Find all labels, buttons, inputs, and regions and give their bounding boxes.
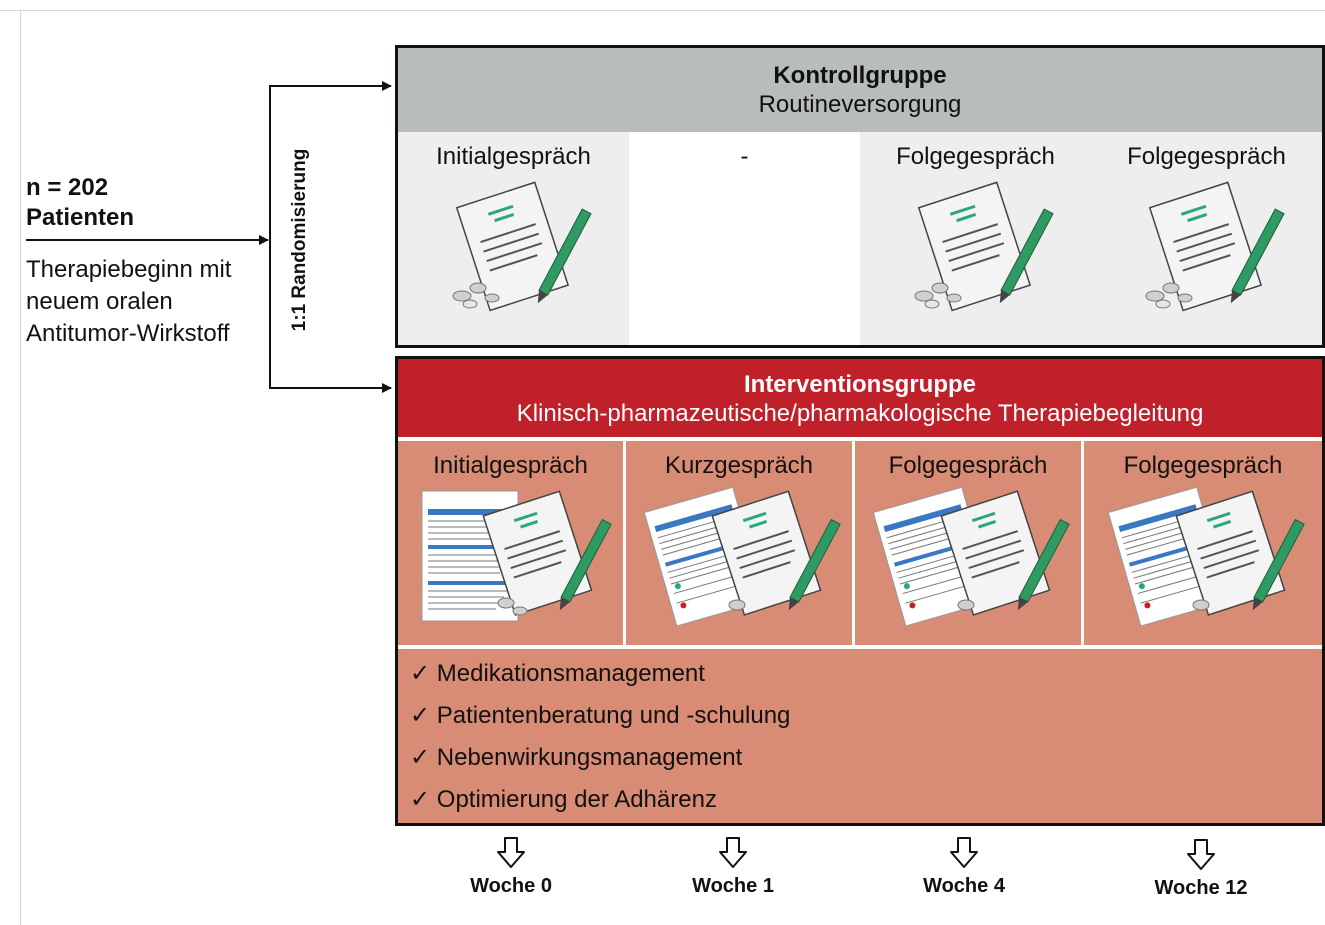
checklist-item: ✓ Optimierung der Adhärenz xyxy=(410,786,717,813)
down-arrow-icon xyxy=(950,837,978,868)
week-label: Woche 0 xyxy=(470,875,552,897)
patient-label: Patienten xyxy=(26,204,135,231)
checklist-item: ✓ Nebenwirkungsmanagement xyxy=(410,744,743,771)
medication-plan-document-icon xyxy=(872,486,1070,627)
down-arrow-icon xyxy=(719,837,747,868)
week-label: Woche 1 xyxy=(692,875,774,897)
intervention-group-header: Interventionsgruppe Klinisch-pharmazeuti… xyxy=(398,359,1322,437)
check-icon: ✓ xyxy=(410,786,437,813)
check-icon: ✓ xyxy=(410,660,437,687)
medication-plan-document-icon xyxy=(643,486,841,627)
week-marker-0: Woche 0 xyxy=(441,836,581,898)
medication-plan-document-icon xyxy=(1107,486,1305,627)
medication-plan-document-icon xyxy=(421,490,612,622)
intervention-group-box: Interventionsgruppe Klinisch-pharmazeuti… xyxy=(395,356,1325,826)
intervention-column-label: Initialgespräch xyxy=(433,452,588,479)
down-arrow-icon xyxy=(497,837,525,868)
intervention-column-1: Initialgespräch xyxy=(398,441,623,645)
control-group-box: Kontrollgruppe Routineversorgung Initial… xyxy=(395,45,1325,348)
intervention-group-subtitle: Klinisch-pharmazeutische/pharmakologisch… xyxy=(516,400,1204,427)
control-group-header: Kontrollgruppe Routineversorgung xyxy=(398,48,1322,132)
control-column-1: Initialgespräch xyxy=(398,132,629,345)
checklist-item: ✓ Patientenberatung und -schulung xyxy=(410,702,791,729)
control-column-label: - xyxy=(740,143,749,170)
therapy-start-text: Therapiebeginn mit neuem oralen Antitumo… xyxy=(26,256,232,347)
week-label: Woche 4 xyxy=(923,875,1005,897)
patient-count: n = 202 xyxy=(26,174,109,201)
intervention-column-3: Folgegespräch xyxy=(855,441,1081,645)
intervention-group-title: Interventionsgruppe xyxy=(743,371,977,398)
intervention-column-2: Kurzgespräch xyxy=(626,441,852,645)
control-column-2: - xyxy=(629,132,860,345)
intervention-column-label: Folgegespräch xyxy=(888,452,1048,479)
frame-border-left xyxy=(20,10,21,925)
week-marker-12: Woche 12 xyxy=(1131,838,1271,900)
control-column-3: Folgegespräch xyxy=(860,132,1091,345)
control-group-subtitle: Routineversorgung xyxy=(758,91,962,118)
control-column-label: Folgegespräch xyxy=(1127,143,1286,170)
intervention-checklist: ✓ Medikationsmanagement ✓ Patientenberat… xyxy=(398,651,1322,823)
down-arrow-icon xyxy=(1187,839,1215,870)
checklist-item: ✓ Medikationsmanagement xyxy=(410,660,705,687)
check-icon: ✓ xyxy=(410,744,437,771)
frame-border-top xyxy=(0,10,1325,11)
document-pencil-icon xyxy=(452,181,592,312)
week-marker-1: Woche 1 xyxy=(663,836,803,898)
intervention-column-label: Kurzgespräch xyxy=(664,452,814,479)
check-icon: ✓ xyxy=(410,702,437,729)
control-column-4: Folgegespräch xyxy=(1091,132,1322,345)
control-column-label: Initialgespräch xyxy=(436,143,591,170)
control-group-title: Kontrollgruppe xyxy=(773,62,947,89)
document-pencil-icon xyxy=(914,181,1054,312)
week-marker-4: Woche 4 xyxy=(894,836,1034,898)
week-label: Woche 12 xyxy=(1154,877,1248,899)
intervention-column-label: Folgegespräch xyxy=(1123,452,1283,479)
document-pencil-icon xyxy=(1145,181,1285,312)
control-column-label: Folgegespräch xyxy=(896,143,1055,170)
intervention-column-4: Folgegespräch xyxy=(1084,441,1322,645)
